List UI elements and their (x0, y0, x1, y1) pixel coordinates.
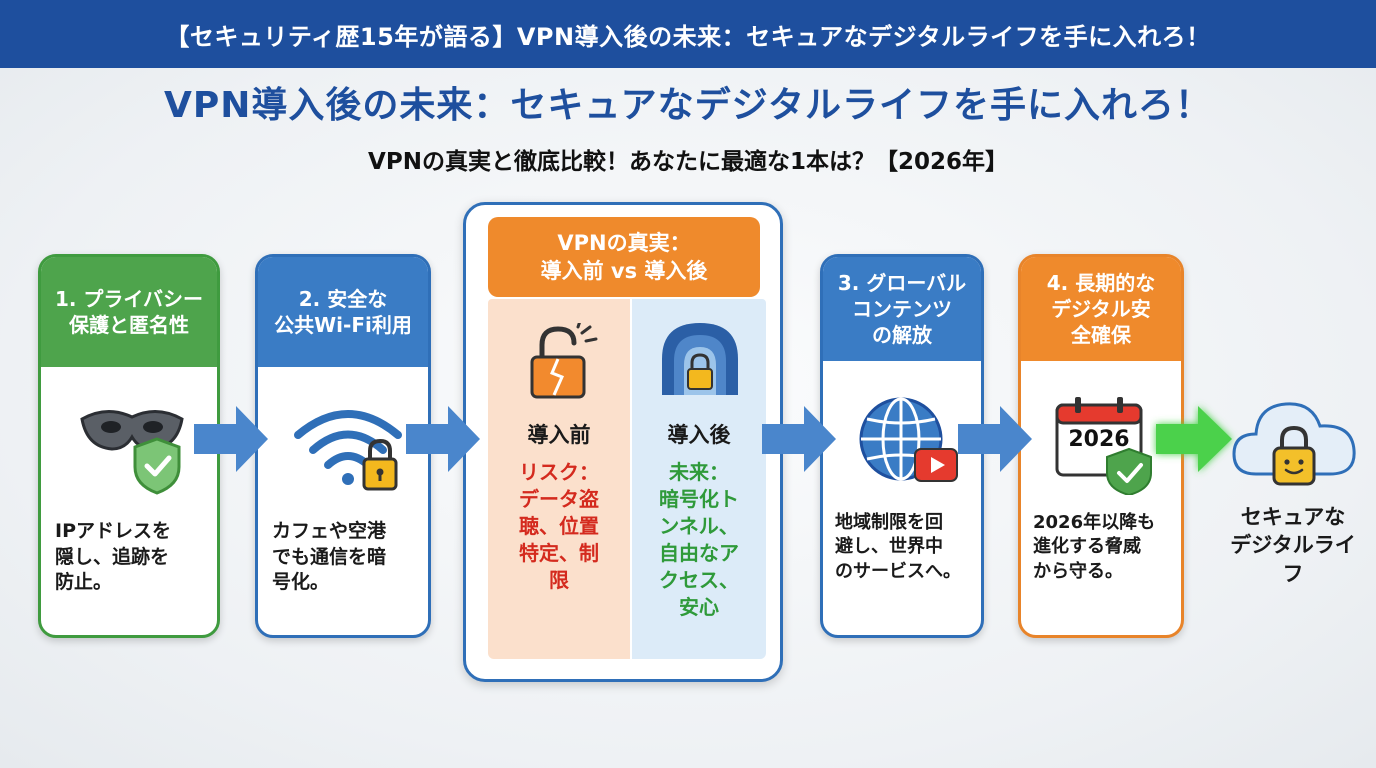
card-public-wifi-title-line1: 2. 安全な (298, 287, 388, 311)
card-privacy-header: 1. プライバシー 保護と匿名性 (41, 257, 217, 367)
before-risks: リスク： データ盗 聴、位置 特定、制 限 (519, 460, 599, 592)
banner-text: 【セキュリティ歴15年が語る】VPN導入後の未来：セキュアなデジタルライフを手に… (165, 22, 1211, 51)
calendar-shield-icon: 2026 (1053, 395, 1157, 495)
card-long-term-safety-body: 2026年以降も 進化する脅威 から守る。 (1033, 512, 1156, 582)
broken-lock-icon (530, 323, 598, 399)
card-global-content-header: 3. グローバル コンテンツ の解放 (823, 257, 981, 361)
before-after-comparison: VPNの真実： 導入前 vs 導入後 導入前 リスク： データ盗 聴、位置 特定… (463, 202, 783, 682)
arrow-right-icon (762, 406, 836, 472)
arrow-right-icon (194, 406, 268, 472)
card-privacy-body: IPアドレスを 隠し、追跡を 防止。 (55, 520, 171, 594)
mask-shield-icon (80, 410, 184, 495)
card-global-content-body: 地域制限を回 避し、世界中 のサービスへ。 (835, 512, 961, 582)
before-label: 導入前 (527, 423, 591, 447)
wifi-lock-icon (294, 410, 402, 491)
card-public-wifi: 2. 安全な 公共Wi-Fi利用 カフェや空港 でも通信を暗 号化。 (255, 254, 431, 638)
arrow-right-icon (958, 406, 1032, 472)
main-title: VPN導入後の未来：セキュアなデジタルライフを手に入れろ！ (164, 85, 1212, 126)
card-public-wifi-body: カフェや空港 でも通信を暗 号化。 (272, 520, 387, 594)
card-privacy: 1. プライバシー 保護と匿名性 IPアドレスを 隠し、追跡を 防止。 (38, 254, 220, 638)
card-global-content-title-line1: 3. グローバル (837, 271, 967, 295)
after-column: 導入後 未来： 暗号化ト ンネル、 自由なア クセス、 安心 (632, 299, 766, 659)
final-result-label: セキュアな デジタルライ フ (1230, 505, 1356, 586)
comparison-title-line2: 導入前 vs 導入後 (540, 259, 708, 283)
card-public-wifi-title-line2: 公共Wi-Fi利用 (274, 313, 412, 337)
comparison-title-line1: VPNの真実： (557, 230, 691, 255)
arrow-right-icon (406, 406, 480, 472)
card-public-wifi-header: 2. 安全な 公共Wi-Fi利用 (258, 257, 428, 367)
after-label: 導入後 (667, 423, 731, 447)
green-arrow-right-icon (1156, 406, 1232, 472)
card-long-term-safety-title-line1: 4. 長期的な (1046, 271, 1156, 295)
card-long-term-safety-title-line2: デジタル安 (1051, 297, 1151, 321)
card-long-term-safety-header: 4. 長期的な デジタル安 全確保 (1021, 257, 1181, 361)
comparison-header: VPNの真実： 導入前 vs 導入後 (488, 217, 760, 297)
top-banner: 【セキュリティ歴15年が語る】VPN導入後の未来：セキュアなデジタルライフを手に… (0, 0, 1376, 68)
card-privacy-title-line1: 1. プライバシー (54, 287, 204, 311)
tunnel-lock-icon (662, 323, 738, 395)
subtitle: VPNの真実と徹底比較！あなたに最適な1本は？【2026年】 (368, 149, 1008, 175)
card-global-content-title-line2: コンテンツ (852, 297, 952, 321)
card-privacy-title-line2: 保護と匿名性 (69, 313, 189, 337)
before-column: 導入前 リスク： データ盗 聴、位置 特定、制 限 (488, 299, 630, 659)
globe-video-icon (859, 397, 958, 482)
after-benefits: 未来： 暗号化ト ンネル、 自由なア クセス、 安心 (659, 460, 739, 619)
calendar-year: 2026 (1068, 427, 1130, 452)
card-global-content-title-line3: の解放 (872, 323, 932, 347)
cloud-lock-icon (1232, 402, 1356, 486)
card-long-term-safety-title-line3: 全確保 (1071, 323, 1131, 347)
